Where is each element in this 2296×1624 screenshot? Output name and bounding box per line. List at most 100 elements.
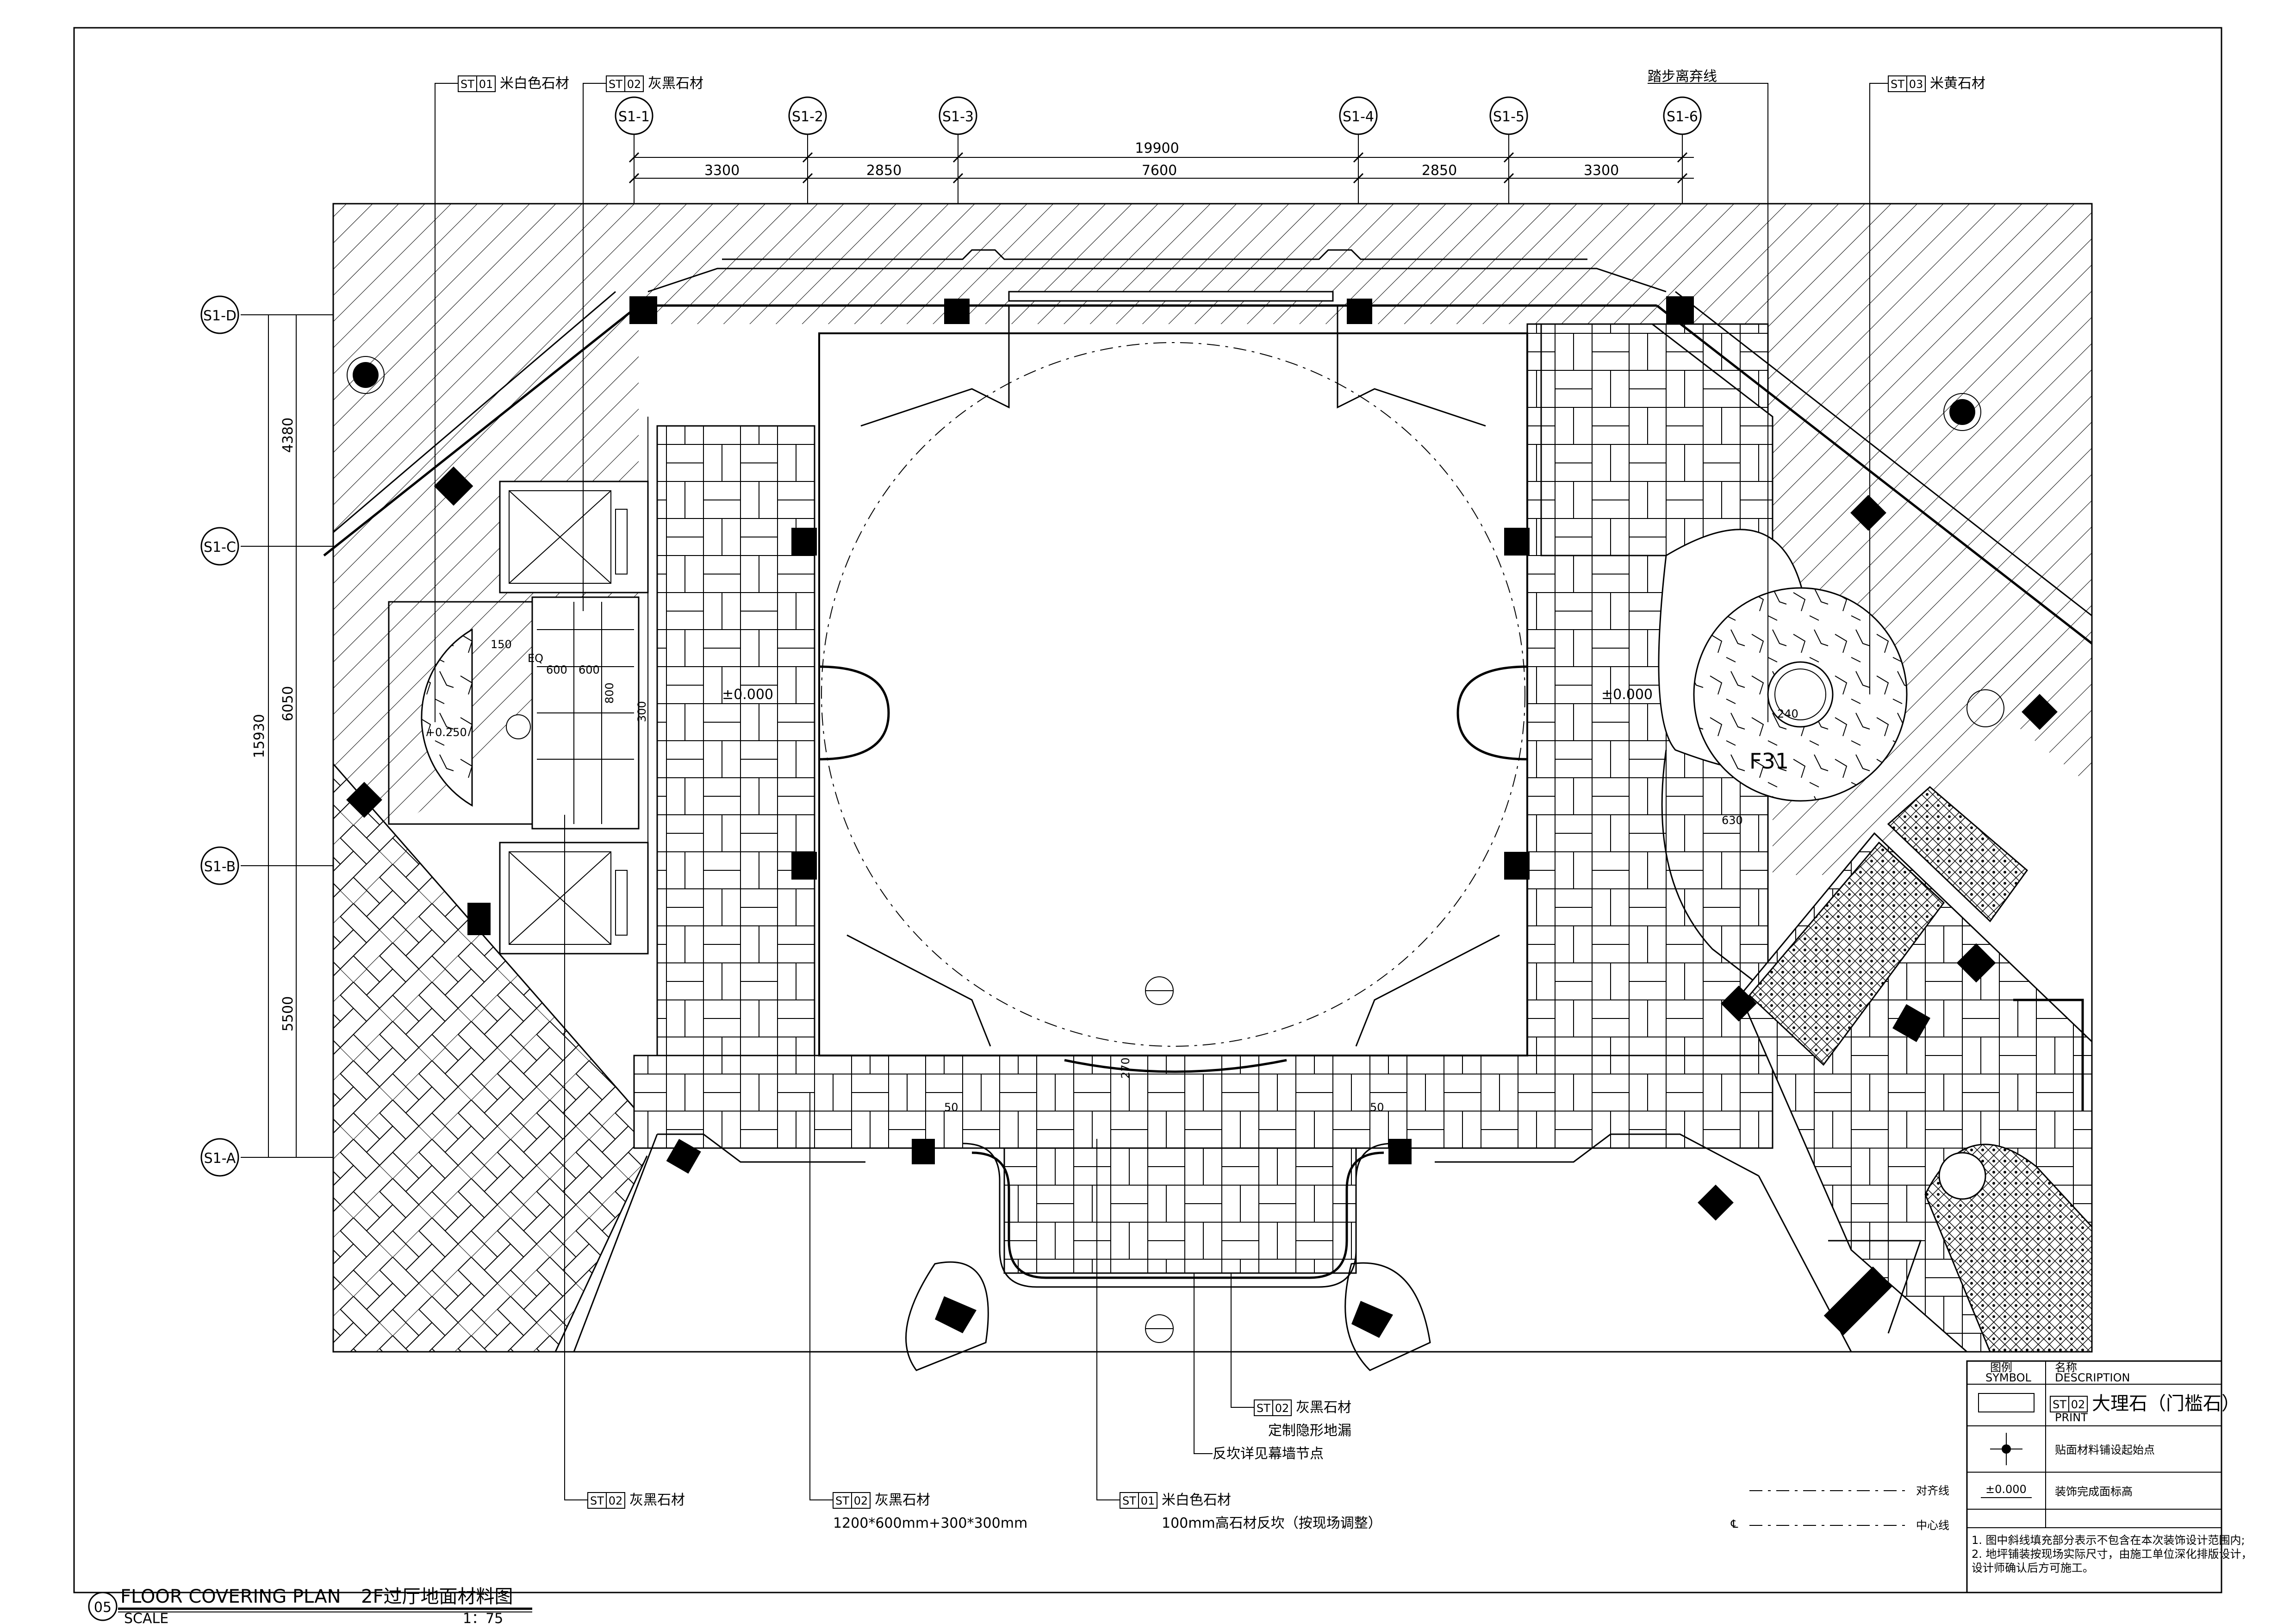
svg-text:50: 50 (944, 1101, 958, 1114)
central-void-frame (818, 332, 1528, 1056)
svg-text:S1-B: S1-B (204, 859, 236, 875)
svg-text:灰黑石材: 灰黑石材 (648, 75, 703, 92)
svg-text:贴面材料铺设起始点: 贴面材料铺设起始点 (2055, 1443, 2155, 1456)
svg-text:SYMBOL: SYMBOL (1985, 1371, 2032, 1384)
svg-text:S1-A: S1-A (204, 1150, 236, 1167)
svg-text:150: 150 (491, 638, 512, 651)
top-seg-2: 2850 (866, 162, 902, 179)
svg-text:图例: 图例 (1990, 1361, 2012, 1374)
right-marble-circle (1693, 587, 1908, 802)
left-grid-bubbles: S1-D S1-C S1-B S1-A (200, 295, 333, 1177)
svg-text:灰黑石材: 灰黑石材 (1296, 1399, 1351, 1416)
left-total-dim: 15930 (251, 714, 268, 758)
callout-st03: ST 03 米黄石材 (1869, 75, 1985, 694)
svg-text:EQ: EQ (528, 652, 543, 665)
svg-text:米白色石材: 米白色石材 (1162, 1492, 1231, 1508)
svg-text:02: 02 (627, 78, 641, 91)
svg-text:S1-6: S1-6 (1667, 109, 1698, 125)
svg-text:S1-4: S1-4 (1343, 109, 1374, 125)
svg-text:S1-5: S1-5 (1493, 109, 1524, 125)
svg-text:630: 630 (1722, 814, 1743, 827)
grid-bubble-s1-4: S1-4 (1339, 96, 1378, 204)
grid-bubble-s1-3: S1-3 (939, 96, 977, 204)
svg-text:300: 300 (635, 701, 648, 722)
svg-text:SCALE: SCALE (124, 1611, 168, 1624)
callout-bottom-d: ST 02 灰黑石材 定制隐形地漏 反坎详见幕墙节点 (1194, 1273, 1351, 1462)
svg-text:1200*600mm+300*300mm: 1200*600mm+300*300mm (833, 1515, 1027, 1531)
svg-text:ST: ST (1891, 78, 1904, 91)
herringbone-paving-sw (332, 762, 658, 1353)
callout-step-line: 踏步离弃线 (1648, 69, 1768, 722)
left-seg-1: 4380 (280, 418, 296, 453)
top-seg-3: 7600 (1142, 162, 1177, 179)
left-seg-2: 6050 (280, 686, 296, 721)
svg-text:名称: 名称 (2055, 1361, 2077, 1374)
svg-text:600: 600 (579, 663, 600, 676)
central-void-circle (821, 342, 1525, 1047)
title-en: FLOOR COVERING PLAN (120, 1586, 341, 1607)
top-dimension-chain: 19900 3300 2850 7600 2850 3300 (628, 140, 1694, 184)
top-wall (639, 249, 1667, 307)
svg-text:ST: ST (460, 78, 474, 91)
svg-text:100mm高石材反坎（按现场调整）: 100mm高石材反坎（按现场调整） (1162, 1515, 1382, 1531)
svg-text:600: 600 (546, 663, 567, 676)
svg-text:S1-3: S1-3 (942, 109, 974, 125)
svg-text:02: 02 (1275, 1402, 1289, 1415)
svg-text:℄: ℄ (1730, 1518, 1738, 1530)
svg-text:ST: ST (2053, 1398, 2066, 1411)
svg-text:ST: ST (835, 1494, 849, 1507)
callout-st01: ST 01 米白色石材 (435, 75, 569, 722)
legend-table: 图例 SYMBOL 名称 DESCRIPTION ST 02 大理石（门槛石） … (1966, 1360, 2240, 1593)
svg-text:01: 01 (479, 78, 493, 91)
svg-text:PRINT: PRINT (2055, 1411, 2088, 1424)
svg-text:ST: ST (609, 78, 622, 91)
drawing-number: 05 (94, 1599, 112, 1616)
callout-bottom-b: ST 02 灰黑石材 1200*600mm+300*300mm (809, 1093, 1027, 1531)
left-lift-lobby (388, 417, 649, 955)
se-paving (1739, 786, 2093, 1353)
grid-bubble-s1-a: S1-A (200, 1138, 333, 1177)
grid-bubble-s1-5: S1-5 (1489, 96, 1528, 204)
svg-text:240: 240 (1777, 707, 1798, 720)
svg-text:02: 02 (854, 1494, 868, 1507)
svg-text:50: 50 (1370, 1101, 1384, 1114)
svg-text:DESCRIPTION: DESCRIPTION (2055, 1371, 2130, 1384)
sheet-border (73, 27, 2222, 1593)
svg-text:灰黑石材: 灰黑石材 (629, 1492, 685, 1508)
svg-text:03: 03 (1909, 78, 1923, 91)
planters (905, 1261, 1431, 1371)
marble-semicircle (421, 628, 473, 807)
svg-text:01: 01 (1141, 1494, 1155, 1507)
grid-bubble-s1-c: S1-C (200, 527, 333, 566)
title-block: 05 FLOOR COVERING PLAN 2F过厅地面材料图 SCALE 1… (88, 1586, 532, 1624)
svg-text:反坎详见幕墙节点: 反坎详见幕墙节点 (1213, 1446, 1324, 1462)
svg-text:大理石（门槛石）: 大理石（门槛石） (2092, 1393, 2240, 1414)
grid-bubble-s1-1: S1-1 (615, 96, 653, 204)
callout-bottom-a: ST 02 灰黑石材 (564, 815, 685, 1509)
main-hall (633, 306, 1806, 1274)
svg-text:米黄石材: 米黄石材 (1930, 75, 1985, 92)
notes: 1. 图中斜线填充部分表示不包含在本次装饰设计范围内; 2. 地坪铺装按现场实际… (1972, 1534, 2252, 1574)
callout-st02-top: ST 02 灰黑石材 (583, 75, 703, 611)
svg-text:±0.000: ±0.000 (1985, 1483, 2027, 1496)
bulge-right (1456, 665, 1528, 761)
svg-text:ST: ST (1257, 1402, 1270, 1415)
entry-step-curve (971, 1151, 1384, 1279)
left-seg-3: 5500 (280, 996, 296, 1031)
top-seg-4: 2850 (1422, 162, 1457, 179)
svg-text:800: 800 (603, 682, 616, 704)
svg-text:对齐线: 对齐线 (1916, 1484, 1949, 1497)
top-seg-1: 3300 (704, 162, 740, 179)
basket-bottom-strip (633, 1055, 1773, 1149)
diagonal-walls (323, 291, 2093, 1352)
svg-text:02: 02 (609, 1494, 623, 1507)
top-grid-bubbles: S1-1 S1-2 S1-3 S1-4 S1-5 S1-6 (615, 96, 1702, 204)
title-scale: 1：75 (463, 1611, 503, 1624)
level-mark-left: ±0.000 (722, 687, 773, 703)
svg-text:F31: F31 (1749, 749, 1789, 774)
tree-pits (347, 356, 2004, 727)
svg-text:+0.250: +0.250 (426, 726, 467, 739)
svg-text:S1-C: S1-C (204, 539, 236, 556)
svg-text:设计师确认后方可施工。: 设计师确认后方可施工。 (1972, 1562, 2094, 1574)
